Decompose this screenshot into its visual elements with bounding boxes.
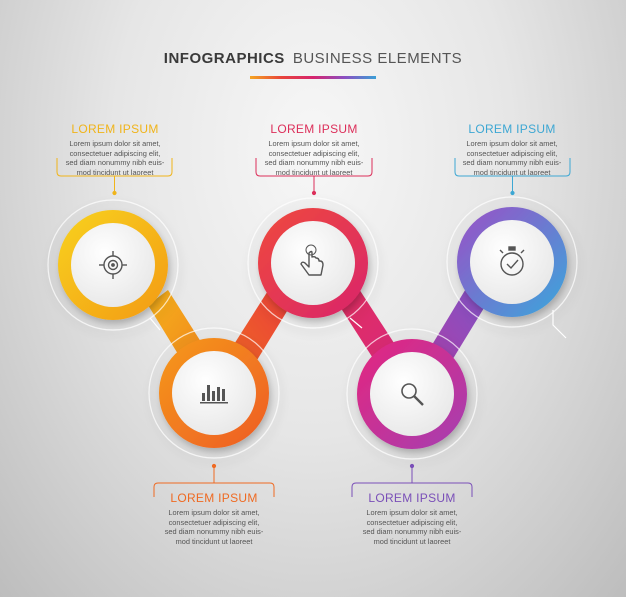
step-2-title: LOREM IPSUM [170,491,258,505]
step-1-line: Lorem ipsum dolor sit amet, [69,139,161,148]
callout-bracket-step-3 [255,158,373,196]
step-3-line: mod tincidunt ut laoreet [275,167,353,177]
step-3-circle [247,197,379,329]
step-3-text: Lorem ipsum dolor sit amet, consectetuer… [254,139,374,177]
step-2-line: mod tincidunt ut laoreet [175,536,253,546]
bar-chart-icon [200,385,228,404]
step-4-circle [346,328,478,460]
step-3-line: Lorem ipsum dolor sit amet, [268,139,360,148]
step-4-line: Lorem ipsum dolor sit amet, [366,508,458,517]
step-3-title: LOREM IPSUM [270,122,358,136]
callout-bracket-step-1 [56,158,173,196]
hand-pointer-icon [300,244,324,276]
step-5-title: LOREM IPSUM [468,122,556,136]
stopwatch-icon [499,246,525,276]
step-1-line: mod tincidunt ut laoreet [76,167,154,177]
callout-bracket-step-4 [351,463,473,497]
step-4-line: sed diam nonummy nibh euis- [362,527,462,537]
step-2-line: sed diam nonummy nibh euis- [164,527,264,537]
step-5-label: LOREM IPSUM Lorem ipsum dolor sit amet, … [452,122,572,177]
step-3-line: consectetuer adipiscing elit, [268,148,360,158]
step-4-title: LOREM IPSUM [368,491,456,505]
step-3-line: sed diam nonummy nibh euis- [264,158,364,168]
step-2-line: consectetuer adipiscing elit, [168,517,260,527]
step-5-circle [446,196,578,328]
target-icon [99,251,127,279]
step-4-label: LOREM IPSUM Lorem ipsum dolor sit amet, … [352,491,472,546]
step-5-text: Lorem ipsum dolor sit amet, consectetuer… [452,139,572,177]
step-4-line: consectetuer adipiscing elit, [366,517,458,527]
tail-accent-step-5 [552,310,567,339]
callout-bracket-step-5 [454,158,571,196]
step-5-line: sed diam nonummy nibh euis- [462,158,562,168]
step-1-title: LOREM IPSUM [71,122,159,136]
step-4-text: Lorem ipsum dolor sit amet, consectetuer… [352,508,472,546]
magnifier-icon [401,383,424,406]
step-4-line: mod tincidunt ut laoreet [373,536,451,546]
step-3-label: LOREM IPSUM Lorem ipsum dolor sit amet, … [254,122,374,177]
header-title-bold: INFOGRAPHICS [163,50,285,67]
header-underline [250,76,376,79]
step-1-line: consectetuer adipiscing elit, [69,148,161,158]
step-1-line: sed diam nonummy nibh euis- [65,158,165,168]
step-5-line: consectetuer adipiscing elit, [466,148,558,158]
tail-accent-step-3 [349,317,363,329]
step-5-line: Lorem ipsum dolor sit amet, [466,139,558,148]
step-1-label: LOREM IPSUM Lorem ipsum dolor sit amet, … [55,122,175,177]
header-title-light: BUSINESS ELEMENTS [292,50,463,67]
page-header: INFOGRAPHICS BUSINESS ELEMENTS [0,50,626,67]
callout-bracket-step-2 [153,463,275,497]
tail-accent-step-1 [149,317,161,331]
step-2-text: Lorem ipsum dolor sit amet, consectetuer… [154,508,274,546]
step-1-text: Lorem ipsum dolor sit amet, consectetuer… [55,139,175,177]
step-2-line: Lorem ipsum dolor sit amet, [168,508,260,517]
step-5-line: mod tincidunt ut laoreet [473,167,551,177]
step-2-label: LOREM IPSUM Lorem ipsum dolor sit amet, … [154,491,274,546]
